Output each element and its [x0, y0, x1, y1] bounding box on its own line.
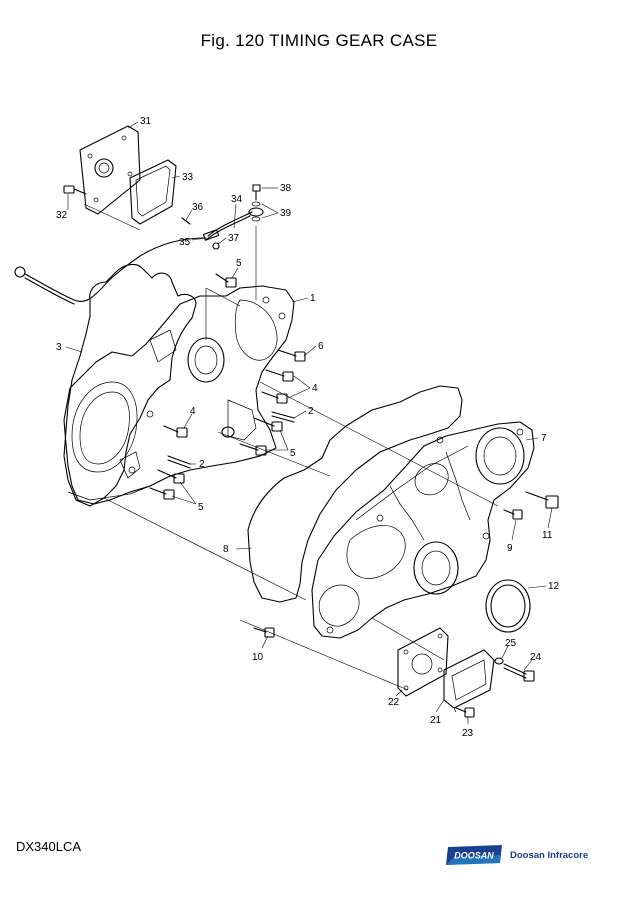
callout-12: 12	[548, 581, 560, 592]
callout-32: 32	[56, 210, 68, 221]
gasket-33	[129, 159, 177, 225]
bolts-5-lower	[149, 469, 185, 500]
callout-2-right: 2	[308, 406, 314, 417]
gasket-3	[63, 263, 197, 507]
doosan-logo: DOOSAN	[446, 845, 502, 865]
bolt-9	[503, 509, 523, 520]
breather-tube-34	[181, 184, 264, 290]
callout-25: 25	[505, 638, 517, 649]
callout-leaders	[65, 121, 553, 724]
callout-5-lower: 5	[198, 502, 204, 513]
callout-11: 11	[542, 530, 553, 541]
assembly-lines	[83, 203, 499, 691]
callout-23: 23	[462, 728, 474, 739]
callout-labels: 31 33 32 36 34 35 37 38 39 5 1 3 6 4 2 4…	[56, 116, 560, 739]
bolt-11	[525, 491, 559, 509]
callout-8: 8	[223, 544, 229, 555]
callout-3: 3	[56, 342, 62, 353]
bolts-5-right	[239, 417, 283, 456]
figure-title: Fig. 120 TIMING GEAR CASE	[200, 31, 438, 50]
callout-36: 36	[192, 202, 204, 213]
model-code: DX340LCA	[16, 839, 82, 854]
callout-39: 39	[280, 208, 292, 219]
callout-33: 33	[182, 172, 194, 183]
callout-4-left: 4	[190, 406, 196, 417]
cover-21	[443, 649, 495, 713]
gasket-8	[247, 385, 463, 603]
bolts-4-right	[261, 369, 294, 404]
bolt-32	[63, 185, 87, 195]
dowel-pin-2-right	[271, 411, 295, 423]
cover-plate-31	[79, 125, 141, 215]
callout-21: 21	[430, 715, 442, 726]
callout-1: 1	[310, 293, 316, 304]
company-name: Doosan Infracore	[510, 850, 589, 861]
callout-6: 6	[318, 341, 324, 352]
callout-2-left: 2	[199, 459, 205, 470]
bolt-4-left	[163, 425, 188, 438]
svg-text:DOOSAN: DOOSAN	[454, 851, 494, 861]
callout-31: 31	[140, 116, 152, 127]
breather-hose	[14, 237, 207, 305]
bolt-23	[455, 707, 475, 718]
oil-seal-12	[485, 579, 531, 633]
bolt-10	[253, 627, 275, 638]
callout-35: 35	[179, 237, 191, 248]
callout-4-right: 4	[312, 383, 318, 394]
bolt-5-upper	[215, 273, 237, 288]
bolt-24	[494, 657, 535, 682]
gasket-22	[397, 627, 449, 697]
callout-34: 34	[231, 194, 243, 205]
callout-38: 38	[280, 183, 292, 194]
callout-22: 22	[388, 697, 400, 708]
callout-10: 10	[252, 652, 264, 663]
front-cover-7	[311, 421, 535, 639]
callout-9: 9	[507, 543, 513, 554]
callout-5-top: 5	[236, 258, 242, 269]
callout-37: 37	[228, 233, 240, 244]
timing-gear-case-1	[63, 285, 295, 505]
callout-7: 7	[541, 433, 547, 444]
callout-24: 24	[530, 652, 542, 663]
dowel-pin-2-left	[167, 455, 191, 469]
callout-5-right: 5	[290, 448, 296, 459]
bolt-6	[277, 349, 306, 362]
